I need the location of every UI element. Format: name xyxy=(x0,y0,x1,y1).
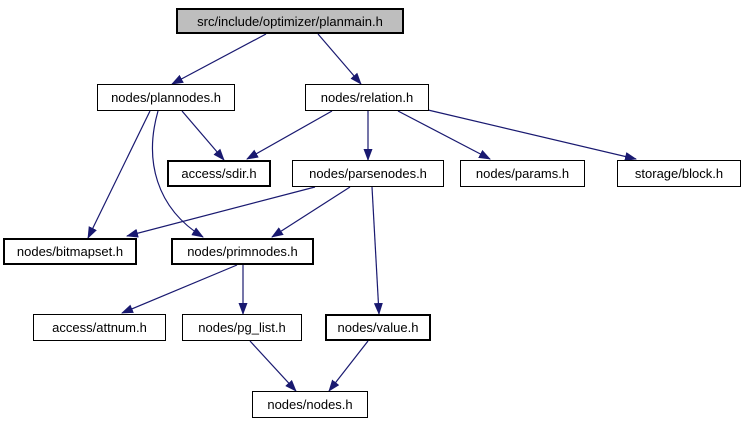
edge-plannodes-sdir xyxy=(181,110,225,161)
edge-parsenodes-bitmapset xyxy=(126,186,316,238)
graph-node-params[interactable]: nodes/params.h xyxy=(460,160,585,187)
graph-node-nodes[interactable]: nodes/nodes.h xyxy=(252,391,368,418)
graph-node-relation[interactable]: nodes/relation.h xyxy=(305,84,429,111)
edge-relation-sdir xyxy=(246,110,333,160)
edge-plannodes-primnodes xyxy=(151,110,204,238)
edge-planmain-plannodes xyxy=(171,33,267,85)
graph-node-block[interactable]: storage/block.h xyxy=(617,160,741,187)
graph-node-plannodes[interactable]: nodes/plannodes.h xyxy=(97,84,235,111)
edge-value-nodes xyxy=(328,340,369,392)
graph-node-attnum[interactable]: access/attnum.h xyxy=(33,314,166,341)
graph-node-planmain[interactable]: src/include/optimizer/planmain.h xyxy=(176,8,404,34)
edge-relation-block xyxy=(427,109,637,161)
edge-primnodes-attnum xyxy=(121,264,238,314)
graph-node-sdir[interactable]: access/sdir.h xyxy=(167,160,271,187)
edge-parsenodes-primnodes xyxy=(271,186,351,238)
graph-node-parsenodes[interactable]: nodes/parsenodes.h xyxy=(292,160,444,187)
edge-parsenodes-value xyxy=(371,186,383,315)
graph-node-pg-list[interactable]: nodes/pg_list.h xyxy=(182,314,302,341)
edge-plannodes-bitmapset xyxy=(87,110,151,239)
graph-node-primnodes[interactable]: nodes/primnodes.h xyxy=(171,238,314,265)
edge-planmain-relation xyxy=(317,33,362,85)
edge-relation-params xyxy=(397,110,491,160)
edge-pg_list-nodes xyxy=(249,340,297,392)
graph-node-bitmapset[interactable]: nodes/bitmapset.h xyxy=(3,238,137,265)
graph-node-value[interactable]: nodes/value.h xyxy=(325,314,431,341)
